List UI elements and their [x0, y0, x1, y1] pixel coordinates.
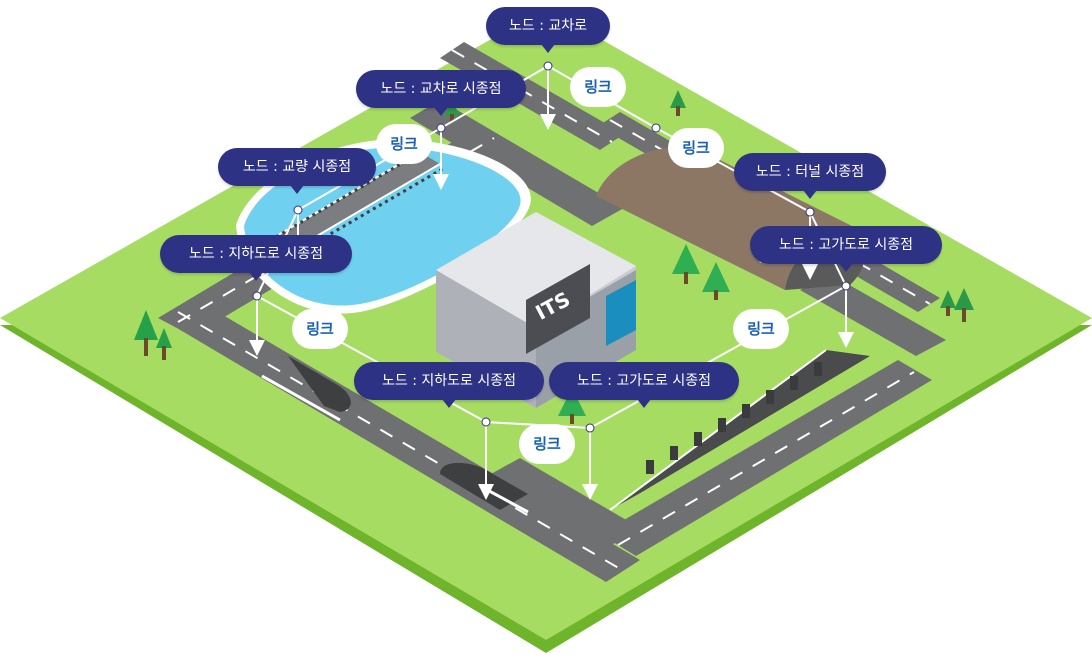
node-points — [252, 61, 851, 433]
tree — [702, 262, 730, 300]
link-label-right: 링크 — [733, 309, 789, 349]
node-label-intersection-endpoint: 노드 : 교차로 시종점 — [356, 70, 526, 116]
node-label-bridge-endpoint: 노드 : 교량 시종점 — [218, 148, 376, 194]
tree — [156, 328, 172, 360]
node-label-underpass-endpoint-left: 노드 : 지하도로 시종점 — [160, 235, 352, 281]
link-label-top-left: 링크 — [376, 124, 432, 164]
elevated-road — [609, 349, 870, 511]
link-label-top-right: 링크 — [668, 128, 724, 168]
tree — [940, 290, 956, 316]
tree — [444, 100, 460, 122]
node-markers — [249, 66, 854, 500]
tree — [558, 388, 586, 424]
tree — [672, 244, 700, 284]
link-label-left: 링크 — [292, 309, 348, 349]
its-building: ITS — [436, 212, 636, 408]
tree — [954, 288, 974, 322]
node-label-overpass-endpoint-bottom: 노드 : 고가도로 시종점 — [549, 362, 739, 408]
link-label-top: 링크 — [570, 67, 626, 107]
link-label-bottom: 링크 — [519, 424, 575, 464]
node-label-underpass-endpoint-bottom: 노드 : 지하도로 시종점 — [354, 362, 544, 408]
node-label-overpass-endpoint-right: 노드 : 고가도로 시종점 — [750, 226, 942, 272]
node-label-tunnel-endpoint: 노드 : 터널 시종점 — [734, 153, 886, 199]
trees — [134, 90, 974, 424]
tree — [134, 310, 158, 356]
node-label-intersection: 노드 : 교차로 — [486, 7, 610, 53]
tree — [670, 90, 686, 116]
